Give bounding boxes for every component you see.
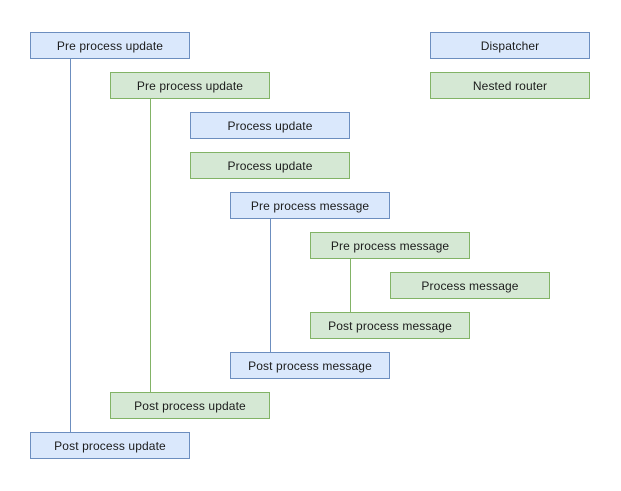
legend-item-nested-router: Nested router [430,72,590,99]
node-pre-process-update-dispatcher[interactable]: Pre process update [30,32,190,59]
node-post-process-message-nested-router[interactable]: Post process message [310,312,470,339]
node-pre-process-message-nested-router[interactable]: Pre process message [310,232,470,259]
node-post-process-message-dispatcher[interactable]: Post process message [230,352,390,379]
node-process-update-nested-router[interactable]: Process update [190,152,350,179]
node-post-process-update-dispatcher[interactable]: Post process update [30,432,190,459]
legend-item-dispatcher: Dispatcher [430,32,590,59]
node-process-message-nested-router[interactable]: Process message [390,272,550,299]
edge-pre-process-message-to-post-process-message [270,219,271,352]
node-pre-process-update-nested-router[interactable]: Pre process update [110,72,270,99]
node-process-update-dispatcher[interactable]: Process update [190,112,350,139]
node-post-process-update-nested-router[interactable]: Post process update [110,392,270,419]
node-pre-process-message-dispatcher[interactable]: Pre process message [230,192,390,219]
legend: Dispatcher Nested router [0,0,621,110]
edge-nested-pre-process-message-to-post-process-message [350,259,351,312]
edge-pre-process-update-to-post-process-update [70,59,71,432]
edge-nested-pre-process-update-to-post-process-update [150,99,151,392]
